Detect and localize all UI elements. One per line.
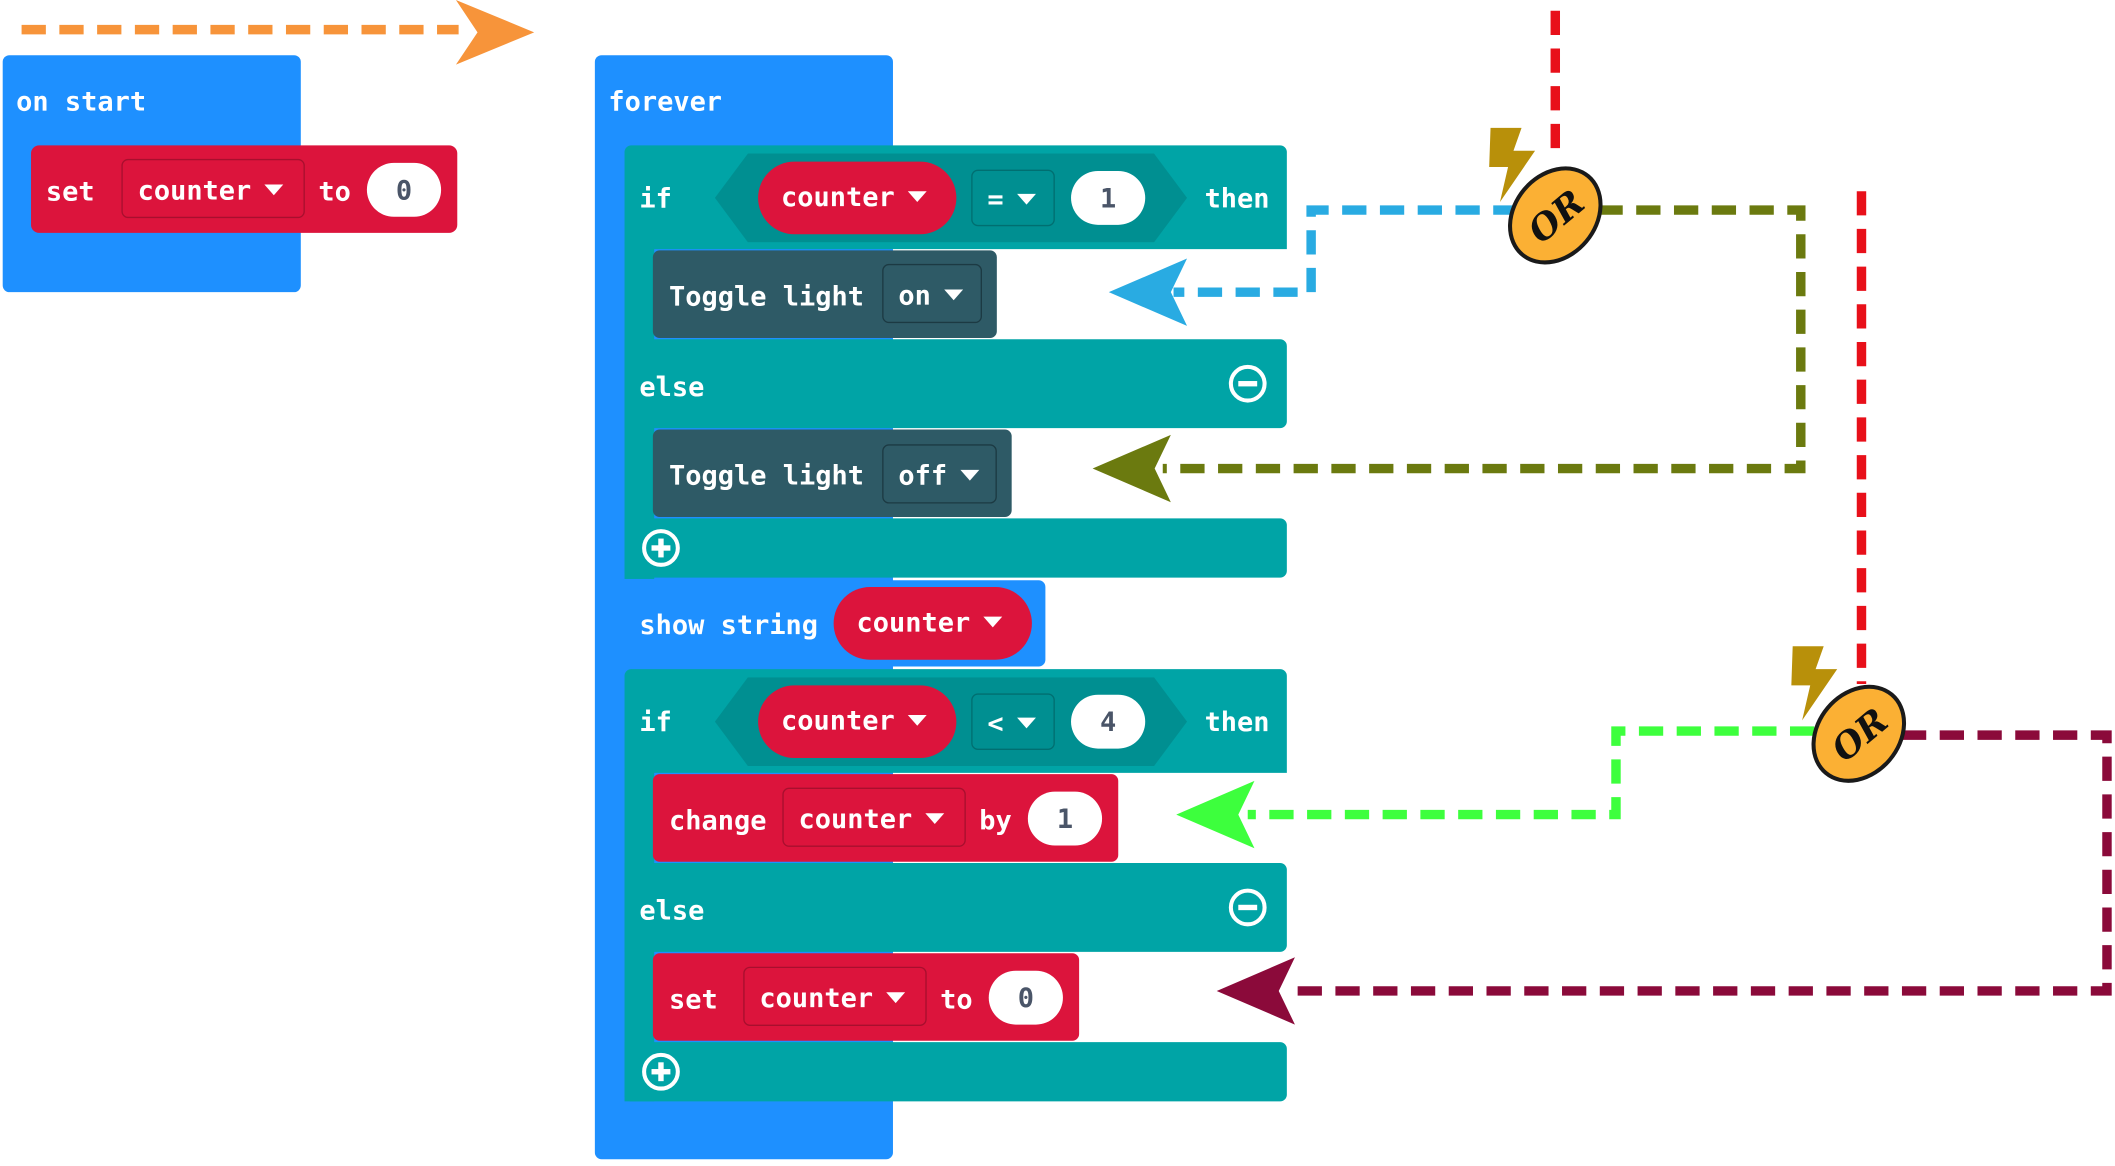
counter-pill-1-label: counter [781, 180, 895, 213]
chevron-down-icon [908, 190, 928, 202]
change-counter-dropdown[interactable]: counter [782, 787, 966, 847]
minus-circle-icon[interactable] [1228, 364, 1267, 403]
operator-dropdown-2-label: < [987, 706, 1004, 740]
to-keyword: to [318, 175, 351, 208]
counter-dropdown-label: counter [137, 173, 252, 206]
minus-circle-icon[interactable] [1228, 888, 1267, 927]
blue-arrowhead [1108, 258, 1188, 326]
forever-label: forever [608, 84, 723, 118]
green-arrowhead [1176, 780, 1255, 849]
plus-circle-icon[interactable] [642, 1052, 680, 1091]
lightning-bolt-icon [1791, 646, 1838, 721]
chevron-down-icon [983, 615, 1003, 627]
set-value-else-input[interactable]: 0 [988, 970, 1063, 1025]
on-start-label: on start [16, 84, 147, 118]
light-off-dropdown-label: off [898, 459, 948, 492]
value-input[interactable]: 0 [366, 162, 442, 217]
light-on-dropdown-label: on [898, 278, 931, 312]
show-string-label: show string [639, 608, 819, 641]
if-keyword-2: if [639, 705, 672, 738]
set-keyword: set [45, 175, 95, 208]
blue-arrow-line [1173, 205, 1518, 297]
else-keyword-1: else [639, 370, 705, 403]
counter-pill-2-label: counter [781, 704, 895, 737]
operator-dropdown-1[interactable]: = [971, 169, 1055, 227]
if-keyword-1: if [639, 181, 672, 215]
if-block-1-footer [624, 518, 1287, 578]
plus-circle-icon[interactable] [642, 529, 680, 567]
olive-arrow-line [1162, 205, 1806, 474]
operator-dropdown-1-label: = [987, 183, 1004, 216]
by-keyword: by [979, 803, 1012, 837]
chevron-down-icon [944, 288, 964, 300]
toggle-light-off-label: Toggle light [669, 459, 864, 492]
to-keyword-else: to [940, 982, 973, 1016]
maroon-arrowhead [1216, 957, 1295, 1025]
else-keyword-2: else [639, 894, 705, 927]
olive-arrowhead [1092, 434, 1171, 503]
or-badge-1-shape [1508, 166, 1603, 265]
operator-dropdown-2[interactable]: < [971, 693, 1055, 750]
lightning-bolt-icon [1489, 127, 1536, 202]
show-string-counter-label: counter [856, 605, 971, 639]
chevron-down-icon [925, 812, 945, 824]
change-value-input[interactable]: 1 [1027, 791, 1103, 846]
then-keyword-2: then [1204, 705, 1270, 738]
compare-value-1[interactable]: 1 [1071, 170, 1146, 225]
set-keyword-else: set [669, 982, 718, 1016]
light-off-dropdown[interactable]: off [882, 444, 997, 504]
counter-pill-2[interactable]: counter [758, 685, 957, 759]
chevron-down-icon [1017, 716, 1037, 728]
green-arrow-line [1247, 726, 1815, 820]
chevron-down-icon [886, 991, 906, 1003]
set-counter-else-dropdown-label: counter [759, 981, 874, 1014]
compare-value-2[interactable]: 4 [1071, 694, 1146, 749]
chevron-down-icon [960, 469, 980, 480]
if-block-2-else-bar [624, 863, 1287, 952]
light-on-dropdown[interactable]: on [882, 263, 982, 324]
set-counter-else-dropdown[interactable]: counter [743, 966, 927, 1026]
show-string-counter-pill[interactable]: counter [833, 587, 1032, 660]
if-block-1-else-bar [624, 339, 1287, 429]
then-keyword-1: then [1204, 181, 1270, 215]
toggle-light-on-label: Toggle light [669, 280, 864, 313]
chevron-down-icon [264, 183, 284, 195]
counter-dropdown[interactable]: counter [121, 158, 305, 219]
chevron-down-icon [908, 714, 928, 726]
chevron-down-icon [1017, 193, 1037, 204]
counter-pill-1[interactable]: counter [758, 161, 957, 235]
maroon-arrow-line [1288, 730, 2112, 996]
if-block-2-footer [624, 1042, 1287, 1102]
change-keyword: change [669, 803, 767, 837]
change-counter-dropdown-label: counter [798, 802, 913, 835]
orange-arrowhead [455, 0, 535, 65]
or-badge-2-shape [1811, 684, 1907, 783]
